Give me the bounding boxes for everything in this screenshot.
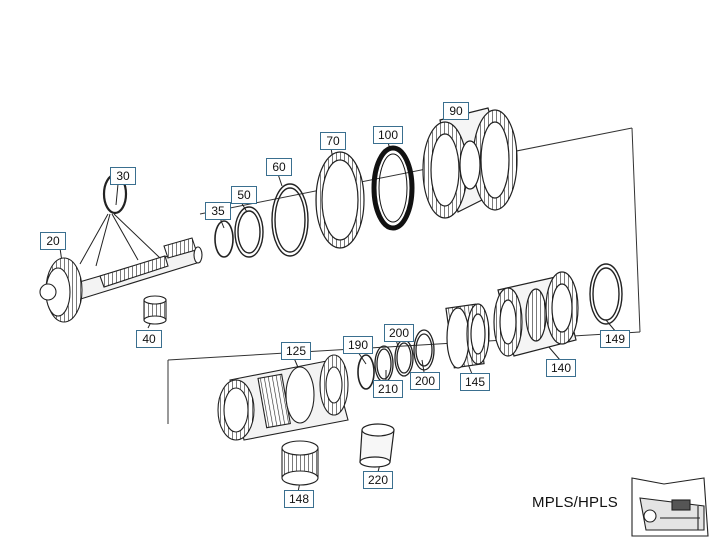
callout-200-lower[interactable]: 200 <box>410 372 440 390</box>
callout-30[interactable]: 30 <box>110 167 136 185</box>
part-145-gear <box>445 303 490 369</box>
callout-148[interactable]: 148 <box>284 490 314 508</box>
part-190-ring <box>357 354 375 390</box>
part-60-ring <box>271 183 309 257</box>
part-200-ring-b <box>413 329 435 371</box>
callout-40[interactable]: 40 <box>136 330 162 348</box>
part-35-ring <box>214 220 234 258</box>
part-70-clutch-plate <box>315 151 365 249</box>
callout-125[interactable]: 125 <box>281 342 311 360</box>
callout-140[interactable]: 140 <box>546 359 576 377</box>
callout-50[interactable]: 50 <box>231 186 257 204</box>
callout-220[interactable]: 220 <box>363 471 393 489</box>
part-149-ring <box>589 263 623 325</box>
callout-20[interactable]: 20 <box>40 232 66 250</box>
callout-90[interactable]: 90 <box>443 102 469 120</box>
callout-145[interactable]: 145 <box>460 373 490 391</box>
part-50-ring <box>234 206 264 258</box>
model-label: MPLS/HPLS <box>532 494 618 511</box>
callout-149[interactable]: 149 <box>600 330 630 348</box>
callout-190[interactable]: 190 <box>343 336 373 354</box>
part-20-input-shaft <box>39 237 203 323</box>
callout-100[interactable]: 100 <box>373 126 403 144</box>
callout-60[interactable]: 60 <box>266 158 292 176</box>
part-100-friction-disc <box>371 145 415 231</box>
part-90-clutch-drum <box>422 107 518 219</box>
part-125-output-shaft <box>217 354 349 441</box>
callout-70[interactable]: 70 <box>320 132 346 150</box>
callout-200-upper[interactable]: 200 <box>384 324 414 342</box>
callout-210[interactable]: 210 <box>373 380 403 398</box>
part-200-ring-a <box>394 339 414 377</box>
transmission-locator-icon <box>631 477 709 537</box>
part-148-needle-bearing <box>281 440 319 486</box>
part-40-needle-bearing <box>143 295 167 325</box>
part-220-bushing <box>359 423 395 468</box>
callout-35[interactable]: 35 <box>205 202 231 220</box>
part-140-planetary-carrier <box>493 271 579 357</box>
part-210-ring <box>374 345 394 383</box>
